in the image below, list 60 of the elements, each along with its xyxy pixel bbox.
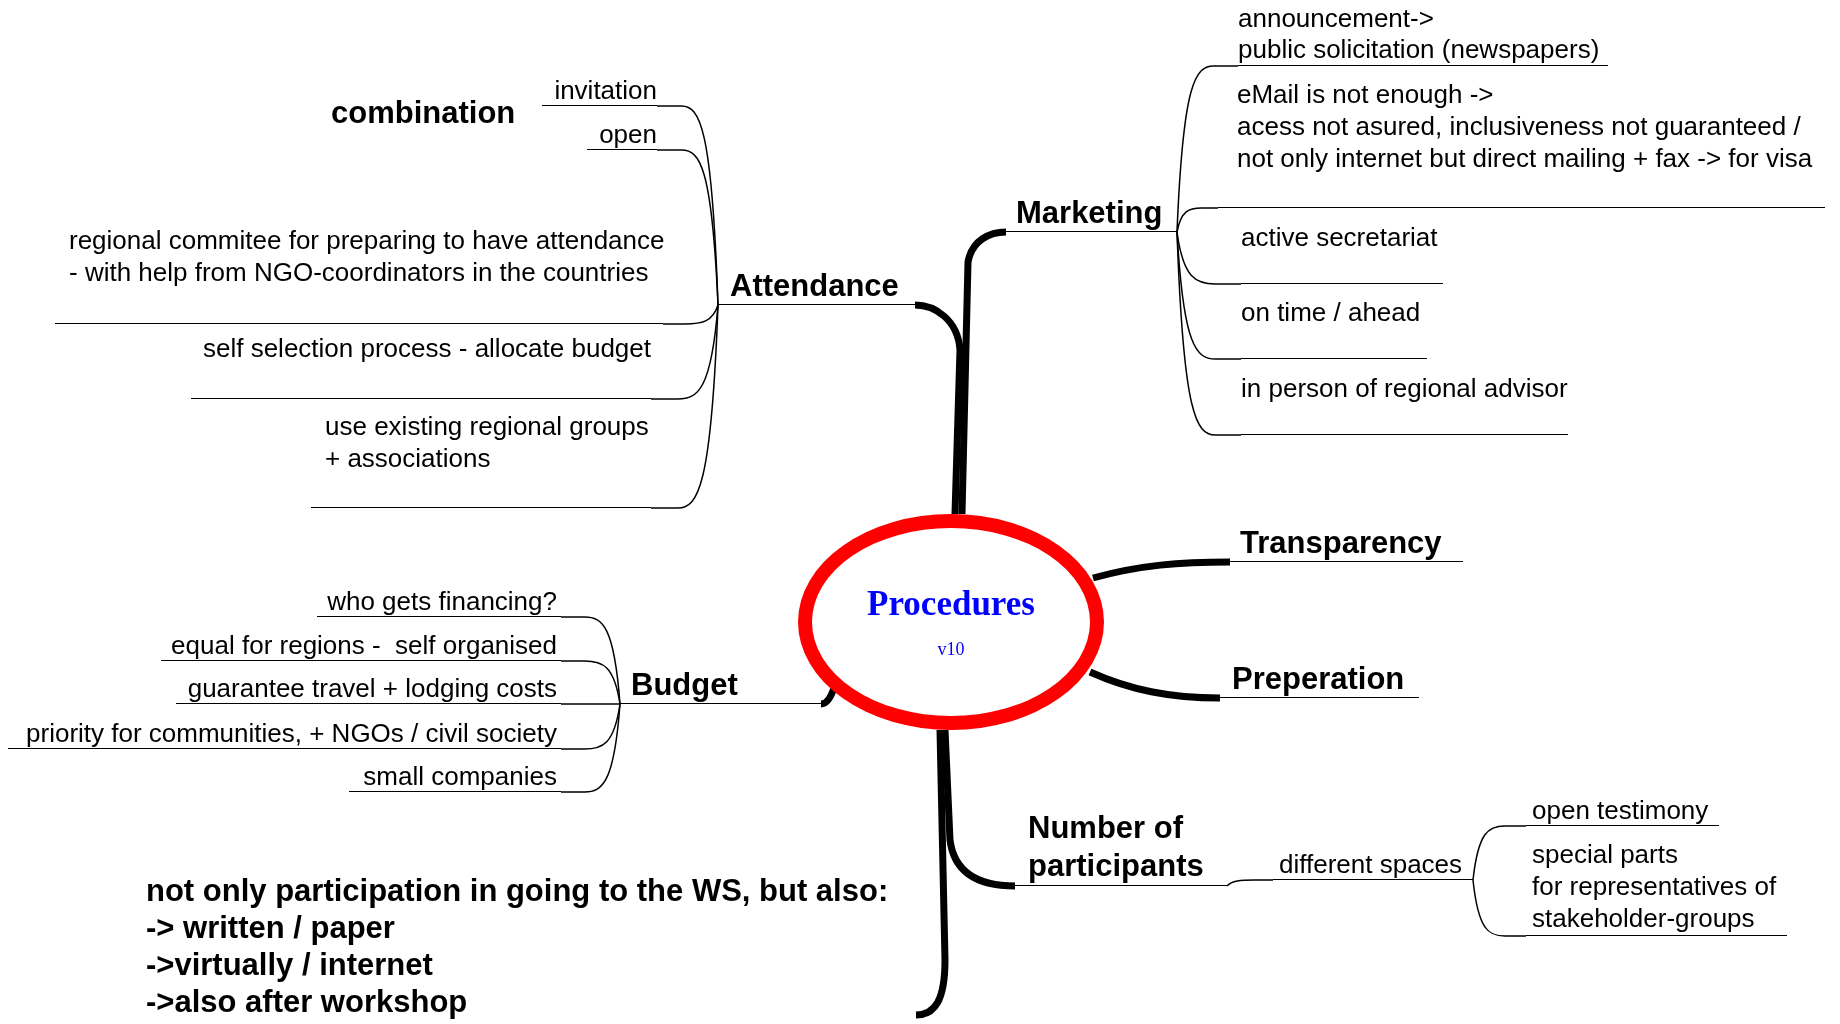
underlined-branch xyxy=(1526,797,1719,826)
branch-text: acess not asured, inclusiveness not guaranteed / xyxy=(1237,110,1802,142)
branch-text: on time / ahead xyxy=(1241,297,1422,327)
main-branch-line xyxy=(941,729,1016,890)
branch-text: open xyxy=(598,119,657,149)
branch-line xyxy=(1176,231,1242,436)
branch-text: Number of participants xyxy=(1028,809,1205,885)
branch-line xyxy=(1472,825,1527,881)
branch-line xyxy=(1226,879,1274,887)
branch-text: who gets financing? xyxy=(326,586,557,616)
branch-line xyxy=(560,660,621,705)
branch-text: invitation xyxy=(553,75,657,105)
branch-text: Transparency xyxy=(1240,525,1443,561)
version-text: v10 xyxy=(937,638,965,660)
branch-line xyxy=(662,304,719,325)
branch-text: use existing regional groups xyxy=(325,410,650,442)
main-branch-line xyxy=(914,301,964,515)
branch-text: public solicitation (newspapers) xyxy=(1238,34,1601,65)
branch-text: + associations xyxy=(325,442,492,474)
branch-text: in person of regional advisor xyxy=(1241,373,1568,403)
branch-text: Attendance xyxy=(730,268,900,304)
branch-text: active secretariat xyxy=(1241,222,1439,252)
branch-line xyxy=(1176,207,1219,233)
branch-text: not only internet but direct mailing + fax -> for visa xyxy=(1237,142,1814,174)
main-branch-line xyxy=(820,686,838,708)
branch-text: small companies xyxy=(362,761,557,791)
branch-text: - with help from NGO-coordinators in the countries xyxy=(69,256,650,288)
note-text: combination xyxy=(331,95,516,131)
branch-line xyxy=(560,616,621,705)
branch-text: Marketing xyxy=(1016,195,1164,231)
underlined-branch xyxy=(542,78,657,106)
branch-text: Budget xyxy=(631,667,739,703)
branch-text: guarantee travel + lodging costs xyxy=(186,673,557,703)
branch-text: equal for regions - self organised xyxy=(170,630,557,660)
underlined-branch xyxy=(349,763,561,792)
branch-text: priority for communities, + NGOs / civil society xyxy=(25,718,557,748)
branch-text: ->also after workshop xyxy=(146,983,469,1020)
branch-text: self selection process - allocate budget xyxy=(201,333,651,363)
branch-text: announcement-> xyxy=(1238,3,1435,34)
branch-text: different spaces xyxy=(1279,849,1464,879)
branch-line xyxy=(656,149,719,306)
branch-text: for representatives of xyxy=(1532,870,1778,902)
branch-text: -> written / paper xyxy=(146,909,396,946)
branch-text: stakeholder-groups xyxy=(1532,902,1756,934)
branch-line xyxy=(1176,65,1239,233)
branch-text: eMail is not enough -> xyxy=(1237,78,1495,110)
central-title: Procedures xyxy=(867,584,1035,624)
branch-text: special parts xyxy=(1532,838,1679,870)
branch-line xyxy=(560,703,621,793)
branch-line xyxy=(1472,879,1527,937)
branch-text: regional commitee for preparing to have attendance xyxy=(69,224,663,256)
main-branch-line xyxy=(1092,558,1231,582)
main-branch-line xyxy=(1088,668,1221,702)
main-branch-line xyxy=(915,729,949,1019)
branch-line xyxy=(560,703,621,705)
branch-line xyxy=(650,304,719,509)
branch-text: ->virtually / internet xyxy=(146,946,434,983)
branch-text: open testimony xyxy=(1532,795,1710,825)
branch-text: Preperation xyxy=(1232,661,1406,697)
branch-text: not only participation in going to the WS, but also: xyxy=(146,872,890,909)
